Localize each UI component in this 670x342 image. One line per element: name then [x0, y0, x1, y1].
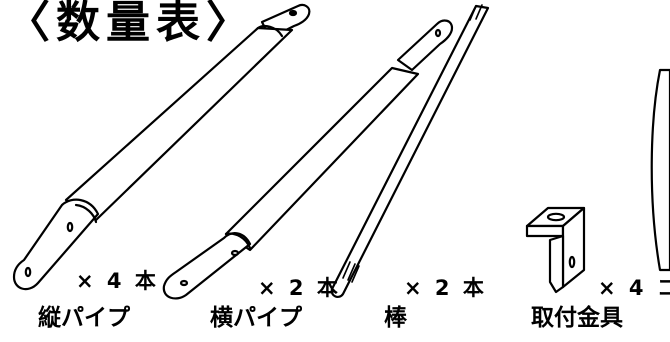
- rod-quantity: × 2 本: [404, 276, 487, 300]
- bracket-quantity: × 4 コ: [598, 276, 670, 300]
- horizontal-pipe-label: 横パイプ: [210, 305, 302, 331]
- bracket-label: 取付金具: [531, 305, 623, 331]
- horizontal-pipe-drawing: [162, 19, 454, 300]
- vertical-pipe-label: 縦パイプ: [38, 305, 130, 331]
- vertical-pipe-quantity: × 4 本: [76, 269, 159, 293]
- horizontal-pipe-quantity: × 2 本: [258, 276, 341, 300]
- vertical-pipe-drawing: [12, 3, 311, 291]
- partial-object-drawing: [650, 68, 670, 272]
- bracket-drawing: [525, 206, 586, 294]
- page-title: 〈数量表〉: [6, 0, 256, 48]
- rod-label: 棒: [384, 305, 407, 331]
- rod-drawing: [330, 4, 490, 298]
